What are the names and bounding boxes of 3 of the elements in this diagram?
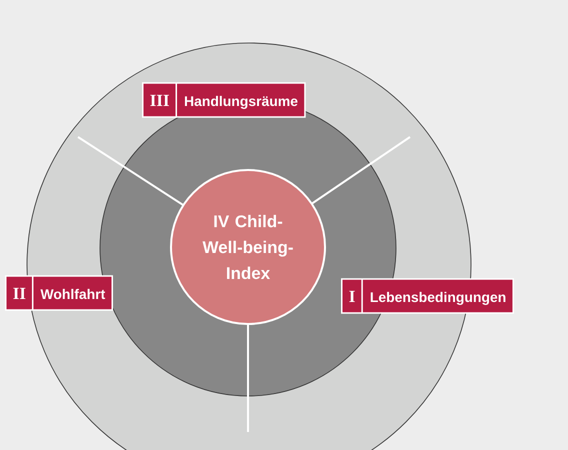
label-tag: II Wohlfahrt: [5, 275, 113, 311]
label-tag: III Handlungsräume: [142, 82, 306, 118]
label-tag: I Lebensbedingungen: [341, 278, 514, 314]
